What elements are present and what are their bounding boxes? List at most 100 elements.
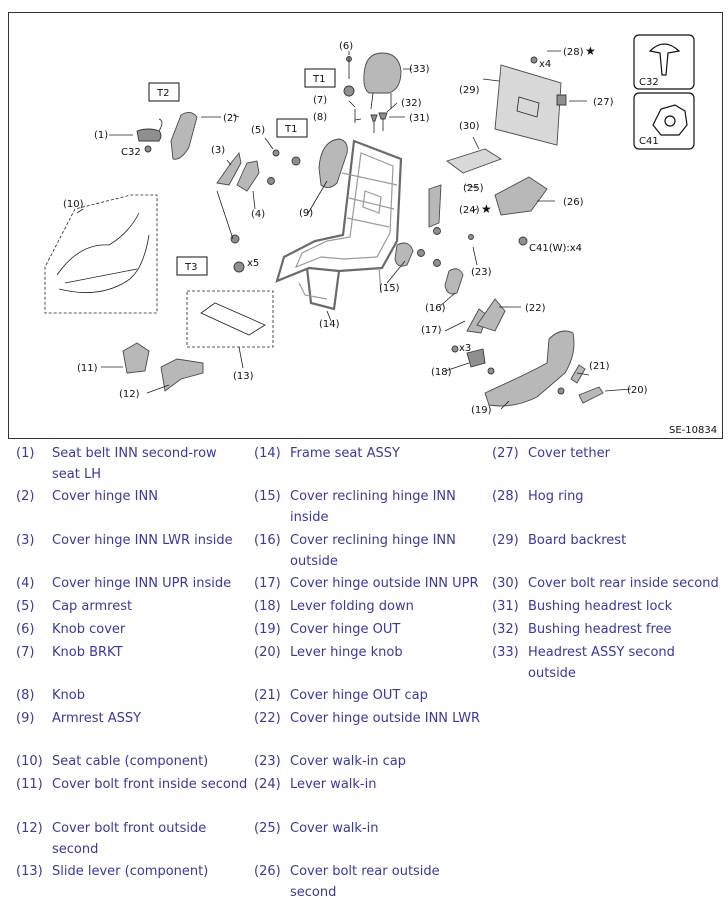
legend-item-number: (18) [254, 599, 281, 614]
legend-item-number: (19) [254, 622, 281, 637]
legend-item-name: Cover reclining hinge INN outside [290, 533, 456, 569]
legend-item-name: Cap armrest [52, 599, 133, 614]
callout-20: (20) [627, 385, 648, 396]
star-mark-hog-ring: ★ [585, 44, 596, 58]
legend-item-number: (15) [254, 489, 281, 504]
legend-item-number: (30) [492, 576, 519, 591]
legend-item-name: Slide lever (component) [52, 864, 209, 879]
multiplier-x5: x5 [247, 258, 259, 269]
legend-item-number: (20) [254, 645, 281, 660]
callout-8: (8) [313, 112, 327, 123]
torque-label-t1-lower: T1 [284, 124, 297, 135]
exploded-parts-diagram: (1) (2) (3) (4) (5) (6) (7) (8) (9) (10)… [8, 12, 723, 439]
legend-item-number: (32) [492, 622, 519, 637]
legend-item-name: Cover tether [528, 446, 610, 461]
legend-item-name: Cover bolt front outside second [52, 821, 207, 857]
legend-item-number: (12) [16, 821, 43, 836]
legend-item-number: (25) [254, 821, 281, 836]
legend-item-number: (9) [16, 711, 35, 726]
callout-16: (16) [425, 303, 446, 314]
legend-item-name: Cover hinge INN [52, 489, 158, 504]
legend-item-number: (17) [254, 576, 281, 591]
clip-label-c41-box: C41 [639, 136, 659, 147]
callout-27: (27) [593, 97, 614, 108]
board-backrest-drawing [494, 64, 562, 146]
cover-hinge-out-drawing [484, 330, 575, 407]
callout-14: (14) [319, 319, 340, 330]
callout-1: (1) [94, 130, 108, 141]
legend-item-name: Cover hinge INN UPR inside [52, 576, 232, 591]
legend-item-name: Cover hinge outside INN LWR [290, 711, 481, 726]
legend-item-name: Armrest ASSY [52, 711, 142, 726]
legend-item-name: Lever hinge knob [290, 645, 403, 660]
legend-item-number: (6) [16, 622, 35, 637]
frame-seat-assy-drawing [275, 139, 403, 311]
legend-item-name: Bushing headrest free [528, 622, 672, 637]
legend-item-name: Lever folding down [290, 599, 414, 614]
callout-12: (12) [119, 389, 140, 400]
legend-item-name: Frame seat ASSY [290, 446, 400, 461]
legend-item-number: (31) [492, 599, 519, 614]
legend-item-number: (28) [492, 489, 519, 504]
callout-9: (9) [299, 208, 313, 219]
legend-item-number: (21) [254, 688, 281, 703]
legend-item-name: Cover hinge OUT [290, 622, 401, 637]
callout-32: (32) [401, 98, 422, 109]
torque-label-t2: T2 [156, 88, 169, 99]
legend-item-number: (29) [492, 533, 519, 548]
clip-label-c41w: C41(W):x4 [529, 243, 582, 254]
callout-13: (13) [233, 371, 254, 382]
callout-21: (21) [589, 361, 610, 372]
parts-legend: (1)Seat belt INN second-row seat LH(2)Co… [0, 440, 728, 906]
callout-17: (17) [421, 325, 442, 336]
legend-item-number: (4) [16, 576, 35, 591]
legend-item-number: (33) [492, 645, 519, 660]
callout-26: (26) [563, 197, 584, 208]
callout-2: (2) [223, 113, 237, 124]
callout-10: (10) [63, 199, 84, 210]
callout-5: (5) [251, 125, 265, 136]
legend-item-name: Cover bolt rear outside second [290, 864, 440, 900]
legend-item-number: (26) [254, 864, 281, 879]
callout-7: (7) [313, 95, 327, 106]
legend-item-name: Board backrest [528, 533, 627, 548]
legend-item-number: (24) [254, 777, 281, 792]
callout-33: (33) [409, 64, 430, 75]
clip-label-c32-inline: C32 [121, 147, 141, 158]
callout-11: (11) [77, 363, 98, 374]
legend-item-number: (5) [16, 599, 35, 614]
legend-item-name: Knob [52, 688, 85, 703]
callout-22: (22) [525, 303, 546, 314]
headrest-drawing [363, 52, 402, 94]
armrest-drawing [318, 138, 348, 188]
callout-3: (3) [211, 145, 225, 156]
legend-item-name: Cover walk-in cap [290, 754, 406, 769]
callout-25: (25) [463, 183, 484, 194]
legend-item-name: Cover hinge outside INN UPR [290, 576, 479, 591]
torque-label-t3: T3 [184, 262, 197, 273]
legend-item-name: Cover hinge OUT cap [290, 688, 428, 703]
multiplier-x4: x4 [539, 59, 551, 70]
clip-label-c32-box: C32 [639, 77, 659, 88]
legend-item-number: (23) [254, 754, 281, 769]
callout-6: (6) [339, 41, 353, 52]
legend-item-number: (11) [16, 777, 43, 792]
diagram-drawing: (1) (2) (3) (4) (5) (6) (7) (8) (9) (10)… [44, 34, 717, 436]
star-mark-walk-in: ★ [481, 202, 492, 216]
legend-item-number: (13) [16, 864, 43, 879]
callout-30: (30) [459, 121, 480, 132]
callout-4: (4) [251, 209, 265, 220]
legend-item-number: (8) [16, 688, 35, 703]
figure-code: SE-10834 [669, 425, 717, 436]
legend-item-name: Seat cable (component) [52, 754, 209, 769]
legend-item-name: Cover bolt rear inside second [528, 576, 719, 591]
legend-item-name: Headrest ASSY second outside [528, 645, 675, 681]
legend-item-name: Cover hinge INN LWR inside [52, 533, 233, 548]
legend-item-name: Hog ring [528, 489, 584, 504]
callout-19: (19) [471, 405, 492, 416]
legend-item-number: (16) [254, 533, 281, 548]
callout-28: (28) [563, 47, 584, 58]
legend-item-name: Cover reclining hinge INN inside [290, 489, 456, 525]
legend-item-name: Knob BRKT [52, 645, 123, 660]
callout-31: (31) [409, 113, 430, 124]
